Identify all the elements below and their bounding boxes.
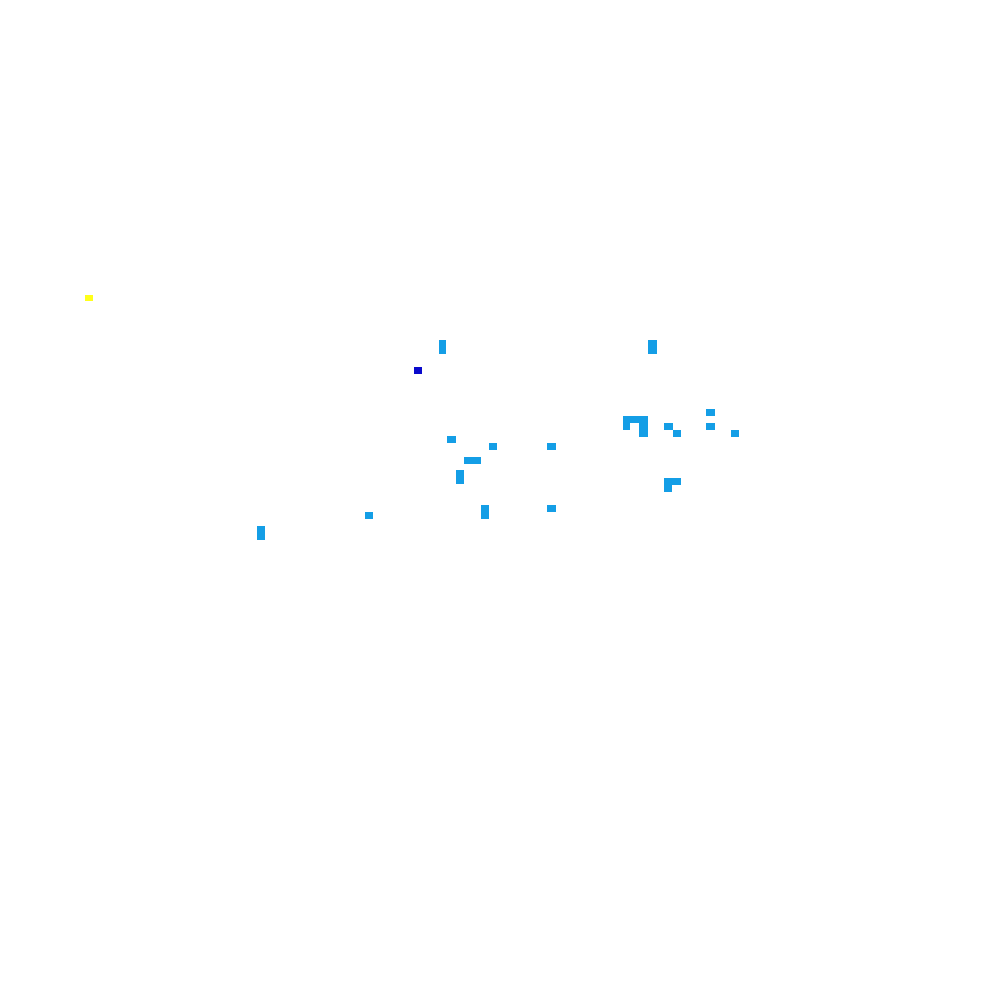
light-blue-pixel <box>706 423 715 430</box>
light-blue-pixel <box>623 416 648 423</box>
light-blue-pixel <box>547 443 556 450</box>
light-blue-pixel <box>639 416 648 437</box>
yellow-pixel <box>85 295 93 301</box>
pixel-layer <box>85 295 739 540</box>
light-blue-pixel <box>547 505 556 512</box>
light-blue-pixel <box>648 340 657 354</box>
light-blue-pixel <box>731 430 739 437</box>
light-blue-pixel <box>489 443 497 450</box>
light-blue-pixel <box>673 430 681 437</box>
light-blue-pixel <box>481 505 489 519</box>
light-blue-pixel <box>447 436 456 443</box>
light-blue-pixel <box>464 457 481 464</box>
light-blue-pixel <box>706 409 715 416</box>
light-blue-pixel <box>257 526 265 540</box>
light-blue-pixel <box>664 478 681 485</box>
light-blue-pixel <box>664 423 673 430</box>
light-blue-pixel <box>439 340 446 354</box>
light-blue-pixel <box>623 416 630 430</box>
light-blue-pixel <box>664 478 672 492</box>
dark-blue-pixel <box>414 367 422 374</box>
light-blue-pixel <box>365 512 373 519</box>
light-blue-pixel <box>456 470 464 484</box>
